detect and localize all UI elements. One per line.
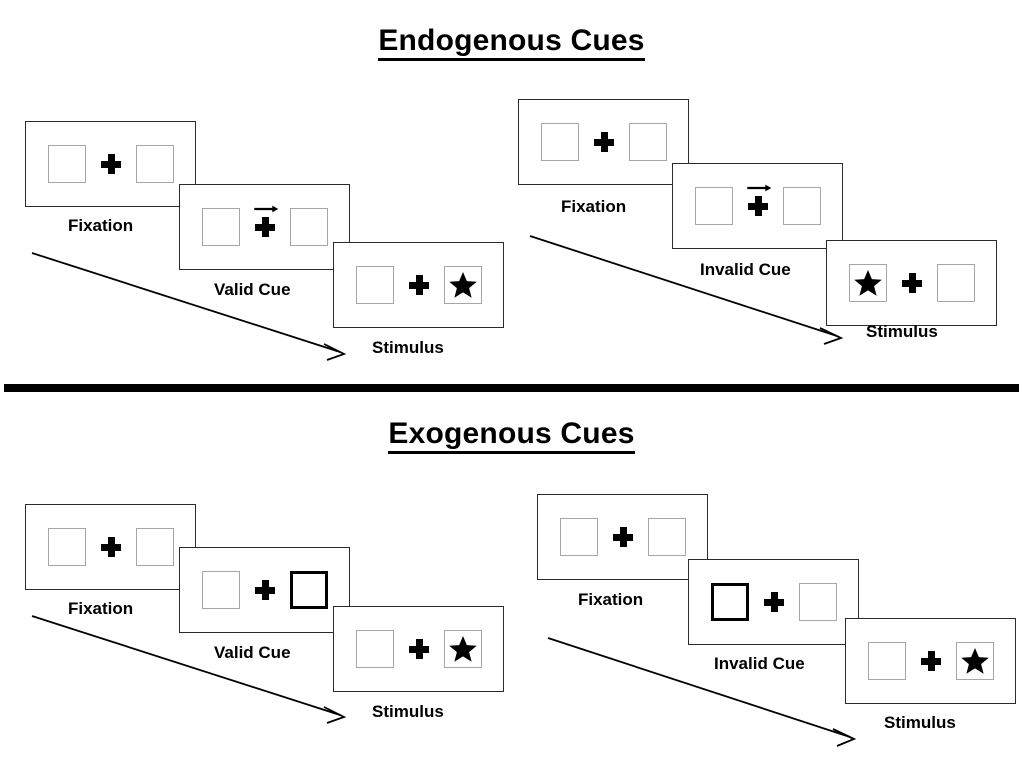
- placeholder-box-right: [135, 528, 174, 566]
- caption-exogenous-invalid-stimulus: Stimulus: [884, 713, 956, 732]
- plus-icon: [253, 205, 278, 237]
- caption-endogenous-invalid-cue: Invalid Cue: [700, 260, 791, 279]
- plus-icon: [746, 184, 771, 216]
- fixation-cross: [100, 151, 122, 177]
- star-target-icon: [448, 272, 477, 298]
- frame-inner: [201, 205, 328, 246]
- caption-endogenous-invalid-stimulus: Stimulus: [866, 322, 938, 341]
- section-title-exogenous: Exogenous Cues: [0, 417, 1023, 454]
- fixation-cross: [920, 648, 942, 674]
- placeholder-box-right: [936, 264, 975, 302]
- frame-exogenous-valid-stimulus: [333, 606, 504, 692]
- frame-exogenous-invalid-fixation: [537, 494, 708, 580]
- fixation-cross: [408, 636, 430, 662]
- frame-exogenous-valid-fixation: [25, 504, 196, 590]
- placeholder-box-left: [355, 630, 394, 668]
- caption-endogenous-valid-cue: Valid Cue: [214, 280, 291, 299]
- placeholder-box-right-target: [443, 266, 482, 304]
- plus-icon: [408, 275, 429, 295]
- section-title-endogenous: Endogenous Cues: [0, 24, 1023, 61]
- plus-icon: [593, 132, 614, 152]
- caption-endogenous-valid-fixation: Fixation: [68, 216, 134, 235]
- fixation-cross: [254, 577, 276, 603]
- fixation-cross-with-cue: [253, 205, 278, 240]
- frame-inner: [540, 123, 667, 161]
- frame-endogenous-valid-cue: [179, 184, 350, 270]
- fixation-cross: [100, 534, 122, 560]
- placeholder-box-left: [559, 518, 598, 556]
- plus-icon: [100, 154, 121, 174]
- placeholder-box-left: [540, 123, 579, 161]
- placeholder-box-left: [694, 187, 733, 225]
- frame-endogenous-valid-fixation: [25, 121, 196, 207]
- placeholder-box-right: [135, 145, 174, 183]
- section-title-exogenous-text: Exogenous Cues: [388, 417, 635, 454]
- placeholder-box-right: [782, 187, 821, 225]
- placeholder-box-left: [201, 208, 240, 246]
- arrow-right-cue-icon: [253, 205, 278, 213]
- caption-exogenous-valid-cue: Valid Cue: [214, 643, 291, 662]
- frame-exogenous-invalid-stimulus: [845, 618, 1016, 704]
- frame-endogenous-invalid-fixation: [518, 99, 689, 185]
- frame-inner: [47, 145, 174, 183]
- placeholder-box-right-target: [955, 642, 994, 680]
- plus-icon: [100, 537, 121, 557]
- placeholder-box-right-cued: [289, 571, 328, 609]
- frame-inner: [355, 630, 482, 668]
- plus-icon: [254, 580, 275, 600]
- fixation-cross: [408, 272, 430, 298]
- plus-icon: [920, 651, 941, 671]
- plus-icon: [901, 273, 922, 293]
- fixation-cross: [593, 129, 615, 155]
- plus-icon: [763, 592, 784, 612]
- caption-exogenous-valid-fixation: Fixation: [68, 599, 134, 618]
- fixation-cross-with-cue: [746, 184, 771, 219]
- frame-inner: [867, 642, 994, 680]
- placeholder-box-right-target: [443, 630, 482, 668]
- section-divider: [4, 384, 1019, 392]
- placeholder-box-left-target: [848, 264, 887, 302]
- star-target-icon: [960, 648, 989, 674]
- placeholder-box-left-cued: [710, 583, 749, 621]
- placeholder-box-left: [867, 642, 906, 680]
- frame-inner: [47, 528, 174, 566]
- arrow-right-cue-icon: [746, 184, 771, 192]
- placeholder-box-left: [201, 571, 240, 609]
- frame-inner: [710, 583, 837, 621]
- caption-exogenous-invalid-fixation: Fixation: [578, 590, 644, 609]
- placeholder-box-left: [47, 528, 86, 566]
- placeholder-box-right: [628, 123, 667, 161]
- caption-exogenous-valid-stimulus: Stimulus: [372, 702, 444, 721]
- plus-icon: [612, 527, 633, 547]
- frame-endogenous-invalid-stimulus: [826, 240, 997, 326]
- section-title-endogenous-text: Endogenous Cues: [378, 24, 645, 61]
- frame-endogenous-valid-stimulus: [333, 242, 504, 328]
- fixation-cross: [763, 589, 785, 615]
- star-target-icon: [853, 270, 882, 296]
- fixation-cross: [612, 524, 634, 550]
- star-target-icon: [448, 636, 477, 662]
- frame-inner: [559, 518, 686, 556]
- frame-inner: [848, 264, 975, 302]
- placeholder-box-left: [355, 266, 394, 304]
- frame-inner: [355, 266, 482, 304]
- placeholder-box-right: [289, 208, 328, 246]
- caption-endogenous-valid-stimulus: Stimulus: [372, 338, 444, 357]
- placeholder-box-right: [798, 583, 837, 621]
- frame-inner: [201, 571, 328, 609]
- frame-inner: [694, 184, 821, 225]
- caption-exogenous-invalid-cue: Invalid Cue: [714, 654, 805, 673]
- caption-endogenous-invalid-fixation: Fixation: [561, 197, 627, 216]
- frame-exogenous-invalid-cue: [688, 559, 859, 645]
- frame-endogenous-invalid-cue: [672, 163, 843, 249]
- frame-exogenous-valid-cue: [179, 547, 350, 633]
- placeholder-box-right: [647, 518, 686, 556]
- plus-icon: [408, 639, 429, 659]
- placeholder-box-left: [47, 145, 86, 183]
- fixation-cross: [901, 270, 923, 296]
